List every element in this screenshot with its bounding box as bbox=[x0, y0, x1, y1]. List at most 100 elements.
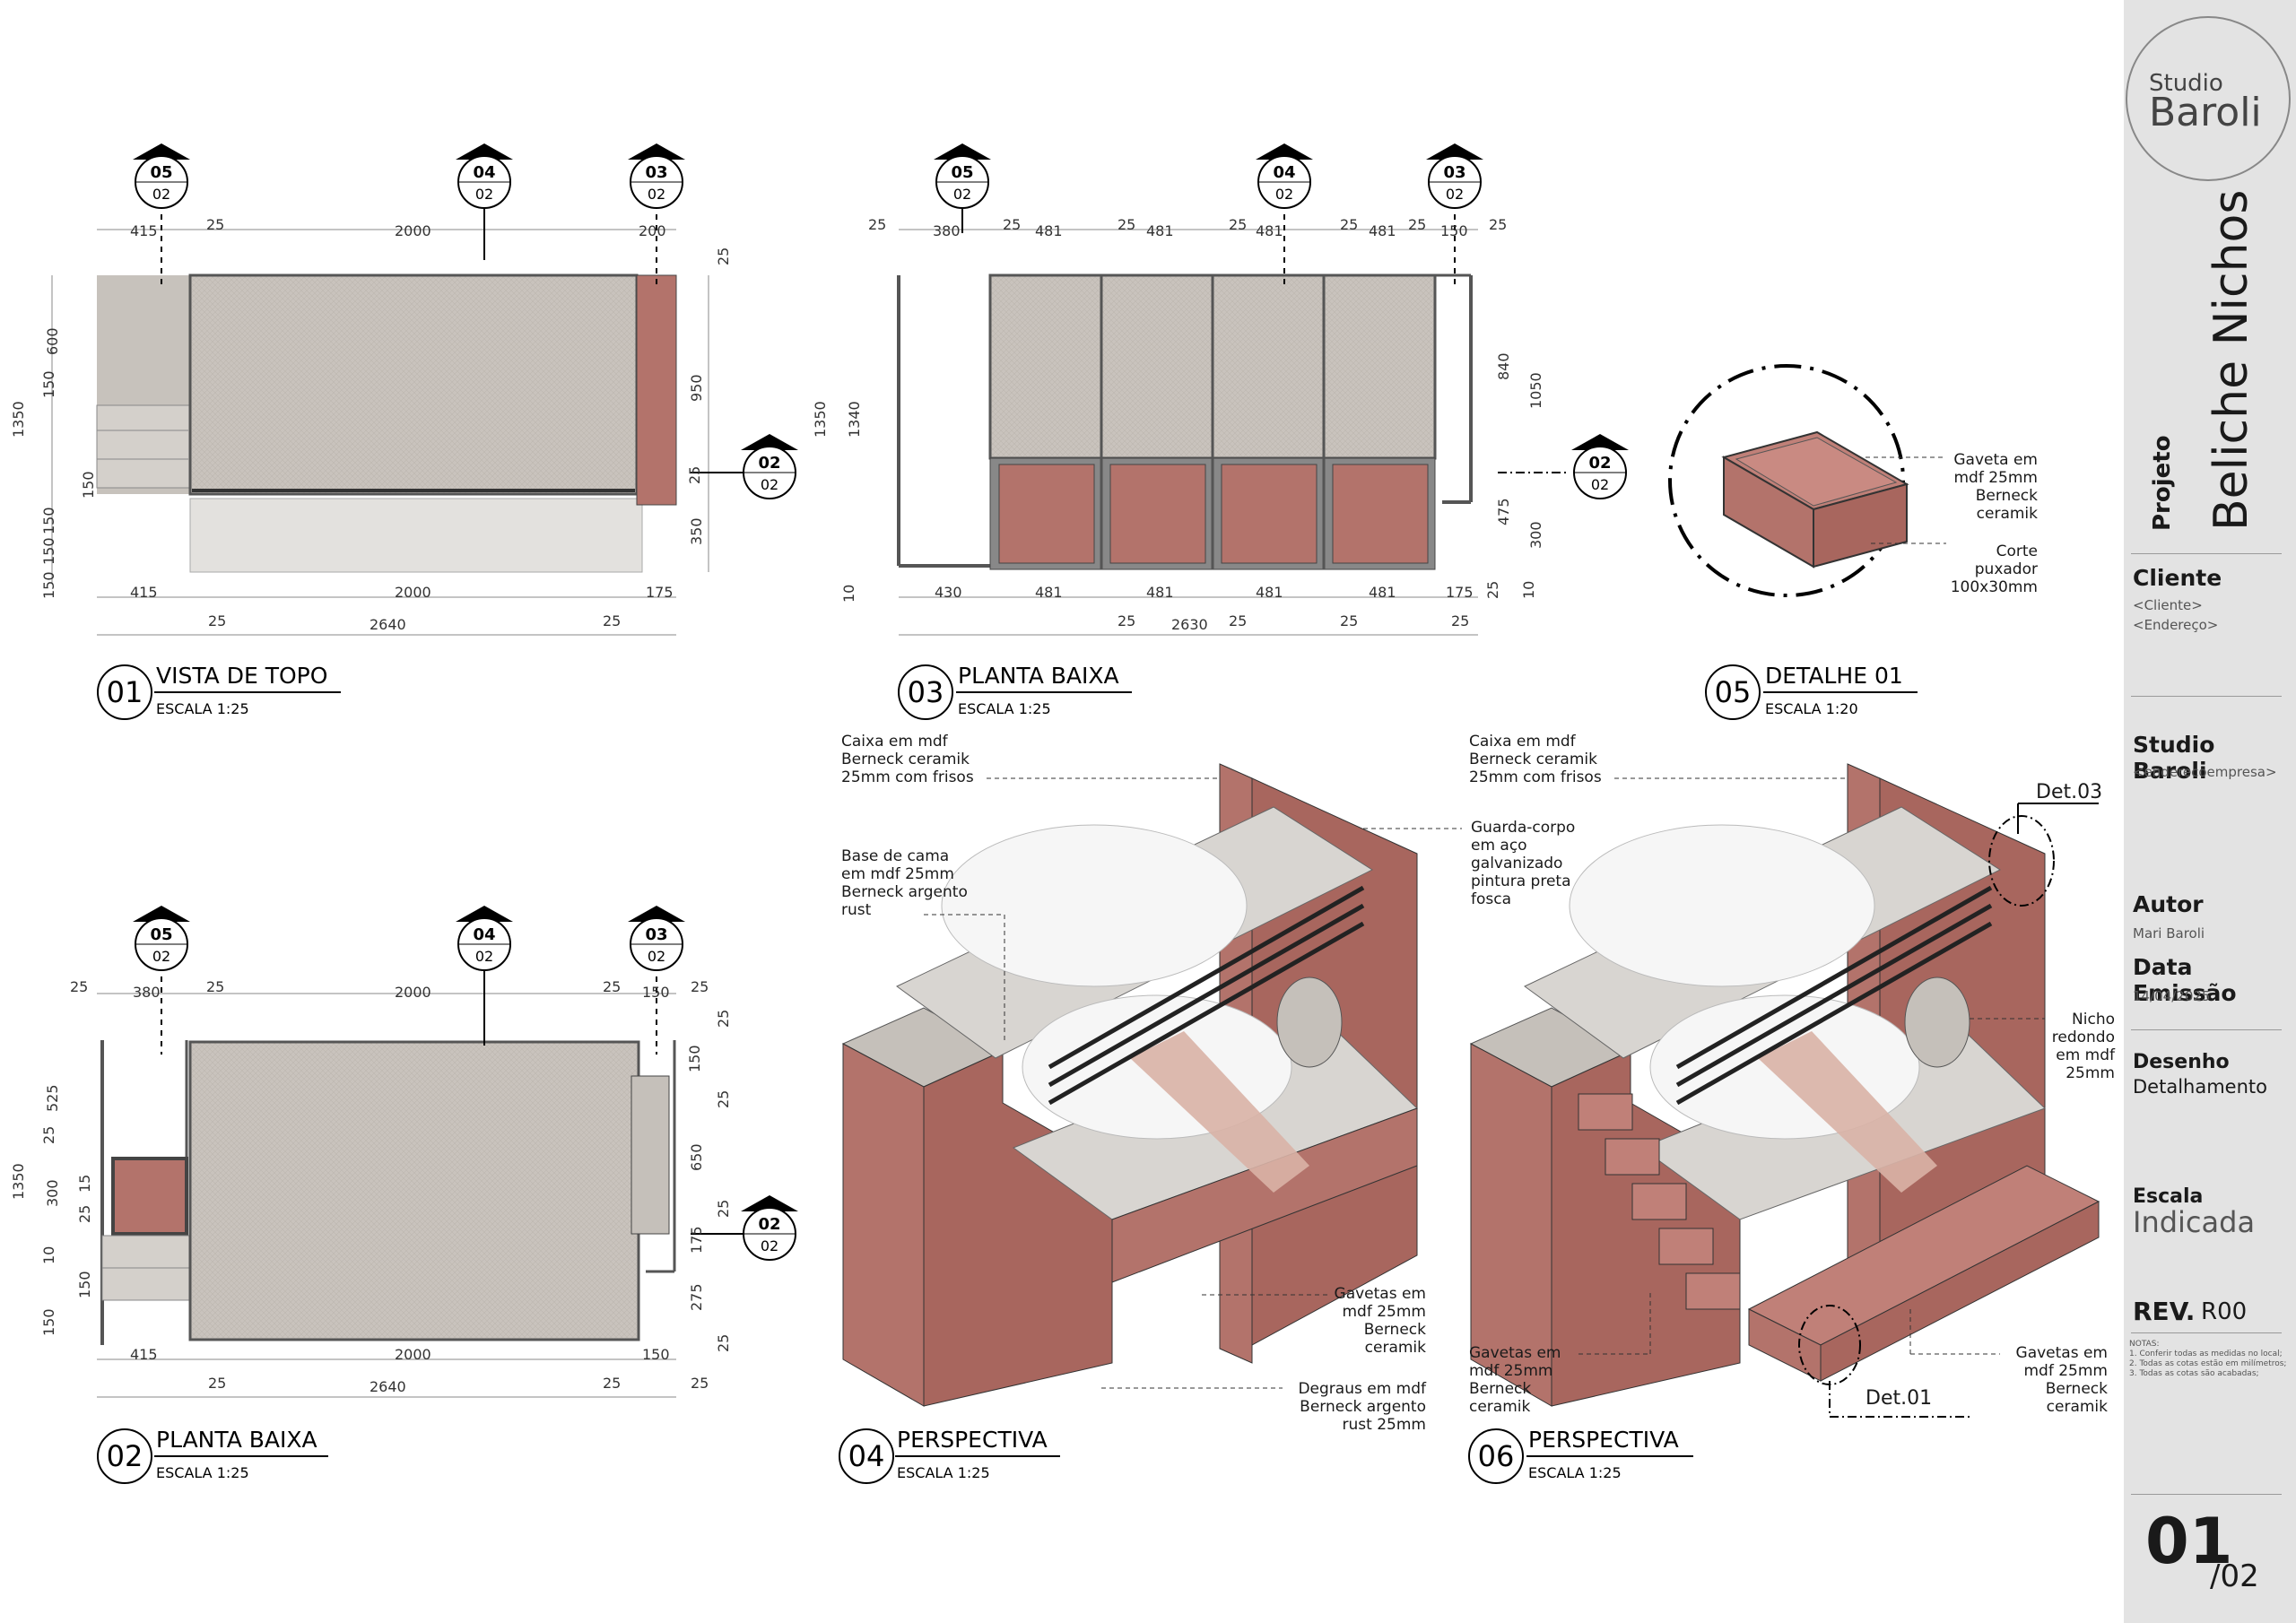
dim-label: 175 bbox=[688, 1226, 705, 1254]
marker-sheet: 02 bbox=[1275, 186, 1293, 203]
view-name: PERSPECTIVA bbox=[897, 1427, 1048, 1453]
annotation-line: 25mm bbox=[2066, 1064, 2115, 1082]
dim-label: 481 bbox=[1035, 584, 1063, 601]
dim-label: 150 bbox=[40, 507, 57, 534]
dim-label: 300 bbox=[44, 1179, 61, 1207]
section-marker: 04 02 bbox=[1256, 143, 1313, 209]
section-marker: 03 02 bbox=[1426, 143, 1483, 209]
dim-label: 25 bbox=[691, 1375, 709, 1392]
dim-label: 150 bbox=[80, 471, 97, 499]
dim-total: 2630 bbox=[1171, 616, 1208, 633]
note-line: 1. Conferir todas as medidas no local; bbox=[2129, 1350, 2283, 1358]
annotation-line: ceramik bbox=[1469, 1398, 1530, 1416]
dim-label: 25 bbox=[208, 612, 226, 629]
view-scale: ESCALA 1:25 bbox=[1528, 1464, 1622, 1481]
dim-label: 25 bbox=[868, 216, 886, 233]
view-02-dimensions: 25 380 25 2000 25 150 25 415 2000 150 25… bbox=[10, 978, 732, 1395]
dim-label: 150 bbox=[40, 571, 57, 599]
dim-label: 25 bbox=[1229, 612, 1247, 629]
annotation-line: Berneck bbox=[2046, 1380, 2108, 1398]
marker-sheet: 02 bbox=[648, 948, 665, 965]
dim-label: 430 bbox=[935, 584, 962, 601]
dim-label: 25 bbox=[206, 216, 224, 233]
section-marker: 03 02 bbox=[628, 906, 685, 971]
dim-label: 25 bbox=[1408, 216, 1426, 233]
dim-label: 25 bbox=[603, 612, 621, 629]
divider bbox=[2131, 1494, 2282, 1495]
view-number: 02 bbox=[107, 1439, 144, 1473]
dim-label: 481 bbox=[1146, 584, 1174, 601]
view-title: 02 PLANTA BAIXA ESCALA 1:25 bbox=[97, 1427, 328, 1484]
annotation-line: rust 25mm bbox=[1343, 1416, 1426, 1434]
upper-bed bbox=[188, 273, 639, 496]
section-marker: 02 02 bbox=[741, 434, 798, 499]
marker-sheet: 02 bbox=[761, 476, 778, 493]
dim-label: 415 bbox=[130, 1346, 158, 1363]
dim-label: 25 bbox=[715, 1200, 732, 1218]
scale-label: Escala bbox=[2133, 1185, 2204, 1208]
dim-label: 415 bbox=[130, 584, 158, 601]
dim-label: 481 bbox=[1369, 584, 1396, 601]
view-number: 06 bbox=[1478, 1439, 1515, 1473]
view-06-perspective bbox=[1469, 763, 2100, 1418]
dim-label: 415 bbox=[130, 222, 158, 239]
dim-label: 525 bbox=[44, 1084, 61, 1112]
dim-label: 25 bbox=[1003, 216, 1021, 233]
view-title: 06 PERSPECTIVA ESCALA 1:25 bbox=[1468, 1427, 1693, 1484]
view-title: 03 PLANTA BAIXA ESCALA 1:25 bbox=[898, 663, 1132, 720]
annotation-line: em mdf 25mm bbox=[841, 865, 954, 883]
dim-label: 25 bbox=[1340, 216, 1358, 233]
annotation-line: redondo bbox=[2052, 1028, 2115, 1046]
annotation-line: 25mm com frisos bbox=[841, 768, 974, 786]
annotation-line: fosca bbox=[1471, 890, 1511, 908]
marker-number: 03 bbox=[645, 925, 667, 944]
section-marker: 04 02 bbox=[456, 906, 513, 971]
dim-label: 481 bbox=[1369, 222, 1396, 239]
dim-label: 150 bbox=[40, 537, 57, 565]
dim-label: 25 bbox=[715, 1010, 732, 1028]
dim-total: 2640 bbox=[370, 616, 406, 633]
dim-label: 650 bbox=[688, 1143, 705, 1171]
annotation-line: Caixa em mdf bbox=[1469, 733, 1577, 751]
annotation-line: ceramik bbox=[1365, 1339, 1426, 1357]
marker-sheet: 02 bbox=[1446, 186, 1464, 203]
bed-plan bbox=[188, 1040, 640, 1341]
dim-label: 25 bbox=[1489, 216, 1507, 233]
dim-label: 25 bbox=[1118, 612, 1135, 629]
marker-sheet: 02 bbox=[475, 186, 493, 203]
dim-label: 150 bbox=[1440, 222, 1468, 239]
dim-label: 380 bbox=[933, 222, 961, 239]
dim-label: 2000 bbox=[395, 222, 431, 239]
view-01-dimensions: 415 25 2000 200 415 2000 175 25 25 2640 … bbox=[10, 216, 732, 633]
view-04-leaders bbox=[924, 777, 1462, 1389]
dim-label: 1350 bbox=[812, 401, 829, 438]
view-scale: ESCALA 1:25 bbox=[897, 1464, 990, 1481]
dim-label: 25 bbox=[208, 1375, 226, 1392]
logo-line-1: Studio bbox=[2149, 70, 2223, 97]
dim-label: 10 bbox=[1520, 581, 1537, 599]
dim-label: 15 bbox=[76, 1175, 93, 1193]
view-06-leaders bbox=[1578, 777, 2045, 1355]
client-label: Cliente bbox=[2133, 565, 2222, 591]
section-marker: 05 02 bbox=[934, 143, 991, 209]
divider bbox=[2131, 1029, 2282, 1030]
view-title: 05 DETALHE 01 ESCALA 1:20 bbox=[1705, 663, 1918, 720]
dim-label: 481 bbox=[1256, 584, 1283, 601]
dim-label: 481 bbox=[1146, 222, 1174, 239]
annotation-line: galvanizado bbox=[1471, 855, 1562, 872]
view-name: PERSPECTIVA bbox=[1528, 1427, 1679, 1453]
annotation-line: Berneck ceramik bbox=[1469, 751, 1597, 768]
view-06-annotations: Caixa em mdf Berneck ceramik 25mm com fr… bbox=[1469, 733, 2116, 1416]
company-address: <enderecoempresa> bbox=[2133, 764, 2277, 780]
marker-number: 03 bbox=[1443, 163, 1465, 182]
annotation-line: Berneck ceramik bbox=[841, 751, 970, 768]
marker-number: 04 bbox=[473, 163, 495, 182]
view-01-top-view bbox=[51, 182, 762, 636]
issue-label: Data Emissão bbox=[2133, 954, 2237, 1006]
annotation-line: Berneck argento bbox=[841, 883, 968, 901]
dim-label: 300 bbox=[1527, 521, 1544, 549]
dim-label: 175 bbox=[1446, 584, 1474, 601]
view-03-dimensions: 25 380 25 481 25 481 25 481 25 481 25 15… bbox=[812, 216, 1544, 633]
marker-sheet: 02 bbox=[953, 186, 971, 203]
dim-label: 1340 bbox=[846, 401, 863, 438]
